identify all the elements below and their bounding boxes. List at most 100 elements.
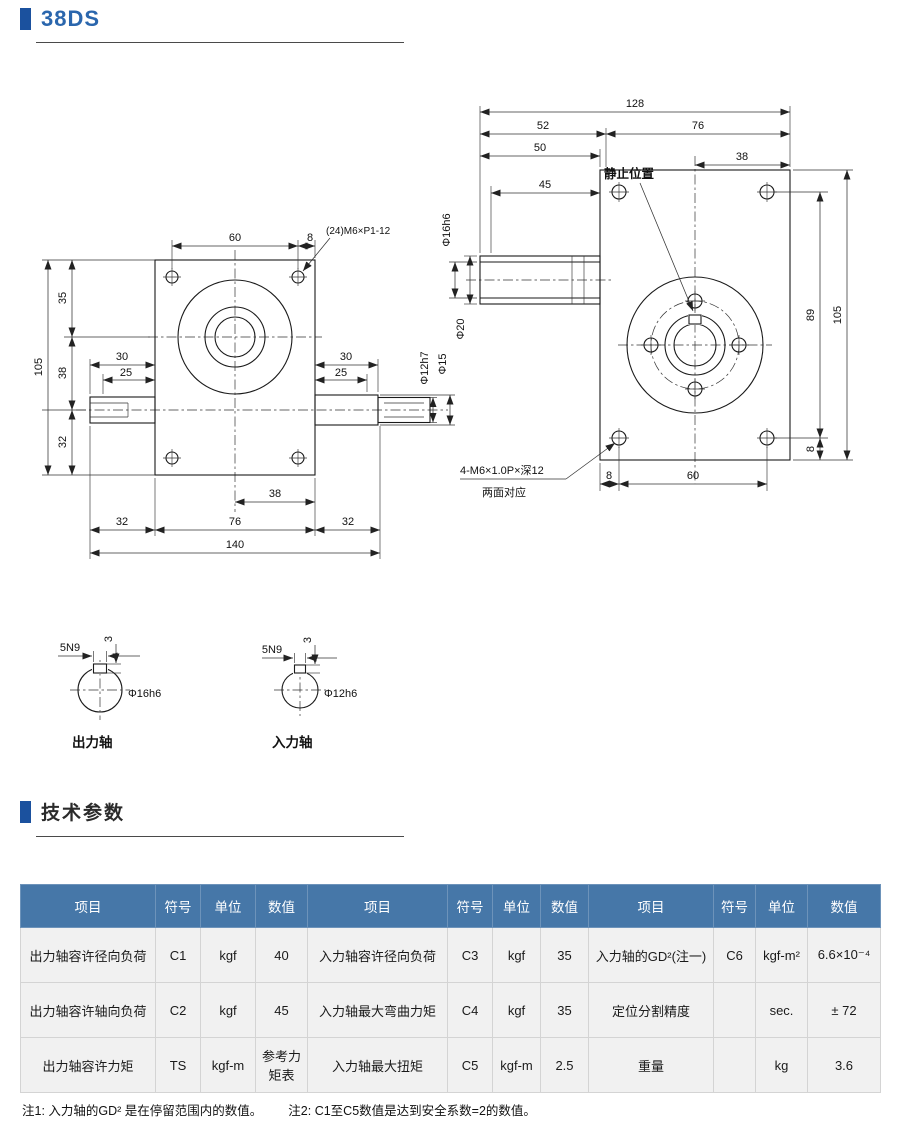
table-cell: sec. (755, 982, 808, 1038)
dim-top-52: 52 (537, 120, 549, 132)
column-header: 数值 (540, 884, 589, 928)
column-header: 项目 (20, 884, 156, 928)
footnote-2: 注2: C1至C5数值是达到安全系数=2的数值。 (288, 1104, 536, 1118)
dim-left-105: 105 (33, 358, 45, 376)
table-cell: 入力轴最大扭矩 (307, 1037, 448, 1093)
dim-rshaft-25: 25 (335, 367, 347, 379)
column-header: 符号 (447, 884, 493, 928)
page-header: 38DS (20, 6, 100, 32)
table-cell: 出力轴容许力矩 (20, 1037, 156, 1093)
input-shaft-label: 入力轴 (272, 734, 313, 750)
table-cell: 2.5 (540, 1037, 589, 1093)
table-cell: kgf (492, 982, 541, 1038)
column-header: 项目 (588, 884, 714, 928)
dim-top-38: 38 (736, 151, 748, 163)
output-keyway-label: 5N9 (60, 642, 80, 654)
input-keyway-label: 5N9 (262, 644, 282, 656)
table-cell: kgf-m (492, 1037, 541, 1093)
table-cell (713, 1037, 756, 1093)
table-cell: TS (155, 1037, 201, 1093)
column-header: 符号 (155, 884, 201, 928)
dim-bottom-32-right: 32 (342, 516, 354, 528)
table-cell: 35 (540, 982, 589, 1038)
column-header: 单位 (492, 884, 541, 928)
dim-left-32: 32 (57, 436, 69, 448)
bolt-note-line1: 4-M6×1.0P×深12 (460, 464, 544, 477)
column-header: 数值 (255, 884, 308, 928)
column-header: 符号 (713, 884, 756, 928)
output-shaft-detail: 5N9 3 Φ16h6 出力轴 (58, 636, 161, 750)
dim-right-105: 105 (832, 306, 844, 324)
table-cell: kgf (492, 927, 541, 983)
dim-phi16h6: Φ16h6 (441, 213, 453, 246)
footnotes: 注1: 入力轴的GD² 是在停留范围内的数值。注2: C1至C5数值是达到安全系… (22, 1100, 562, 1119)
dim-right-89: 89 (805, 309, 817, 321)
dim-top-60: 60 (229, 232, 241, 244)
table-cell: 40 (255, 927, 308, 983)
title-rule (36, 836, 404, 837)
table-cell: C1 (155, 927, 201, 983)
params-section-header: 技术参数 (20, 798, 125, 825)
dim-top-76: 76 (692, 120, 704, 132)
table-cell: 入力轴最大弯曲力矩 (307, 982, 448, 1038)
input-shaft-diameter: Φ12h6 (324, 688, 357, 700)
dim-top-50: 50 (534, 142, 546, 154)
column-header: 单位 (200, 884, 256, 928)
table-cell: 6.6×10⁻⁴ (807, 927, 881, 983)
table-cell: kgf (200, 982, 256, 1038)
table-row: 出力轴容许径向负荷 C1 kgf 40 入力轴容许径向负荷 C3 kgf 35 … (20, 927, 881, 983)
dim-rshaft-30: 30 (340, 351, 352, 363)
table-cell: ± 72 (807, 982, 881, 1038)
output-shaft-diameter: Φ16h6 (128, 688, 161, 700)
table-cell: 参考力矩表 (255, 1037, 308, 1093)
params-section-title: 技术参数 (41, 803, 126, 824)
dim-bottom-76: 76 (229, 516, 241, 528)
dim-top-45: 45 (539, 179, 551, 191)
rest-position-label: 静止位置 (604, 166, 655, 181)
side-view-drawing: Φ16h6 Φ20 128 52 76 50 45 38 静止位置 89 (441, 98, 853, 499)
table-cell: 35 (540, 927, 589, 983)
table-cell (713, 982, 756, 1038)
table-cell: C5 (447, 1037, 493, 1093)
table-cell: 3.6 (807, 1037, 881, 1093)
spec-table: 项目 符号 单位 数值 项目 符号 单位 数值 项目 符号 单位 数值 出力轴容… (20, 884, 881, 1093)
output-keyway-depth: 3 (103, 636, 115, 642)
technical-drawings: 60 8 (24)M6×P1-12 35 38 32 105 30 25 30 … (33, 98, 853, 750)
section-marker (20, 8, 31, 30)
section-marker (20, 800, 31, 823)
dim-phi20: Φ20 (455, 318, 467, 339)
dim-lshaft-30: 30 (116, 351, 128, 363)
dim-phi12h7: Φ12h7 (419, 351, 431, 384)
column-header: 项目 (307, 884, 448, 928)
table-cell: 定位分割精度 (588, 982, 714, 1038)
dim-top-8: 8 (307, 232, 313, 244)
dim-bottom-8: 8 (606, 470, 612, 482)
input-shaft-detail: 5N9 3 Φ12h6 入力轴 (262, 637, 357, 750)
header-row: 项目 符号 单位 数值 项目 符号 单位 数值 项目 符号 单位 数值 (20, 884, 881, 928)
table-cell: 入力轴的GD²(注一) (588, 927, 714, 983)
column-header: 单位 (755, 884, 808, 928)
output-shaft-label: 出力轴 (72, 734, 113, 750)
dim-bottom-38: 38 (269, 488, 281, 500)
input-keyway-depth: 3 (302, 637, 314, 643)
dim-bottom-140: 140 (226, 539, 244, 551)
table-cell: kg (755, 1037, 808, 1093)
bolt-note-line2: 两面对应 (482, 485, 526, 499)
table-cell: C4 (447, 982, 493, 1038)
dim-right-8: 8 (805, 446, 817, 452)
dim-bottom-60: 60 (687, 470, 699, 482)
column-header: 数值 (807, 884, 881, 928)
page-title: 38DS (41, 6, 101, 31)
table-cell: C2 (155, 982, 201, 1038)
table-row: 出力轴容许力矩 TS kgf-m 参考力矩表 入力轴最大扭矩 C5 kgf-m … (20, 1037, 881, 1093)
table-row: 出力轴容许轴向负荷 C2 kgf 45 入力轴最大弯曲力矩 C4 kgf 35 … (20, 982, 881, 1038)
dim-bottom-32-left: 32 (116, 516, 128, 528)
table-cell: 出力轴容许轴向负荷 (20, 982, 156, 1038)
dim-phi15: Φ15 (437, 353, 449, 374)
table-cell: kgf-m² (755, 927, 808, 983)
dim-top-128: 128 (626, 98, 644, 110)
front-view-drawing: 60 8 (24)M6×P1-12 35 38 32 105 30 25 30 … (33, 226, 455, 559)
dim-left-38: 38 (57, 367, 69, 379)
table-cell: 入力轴容许径向负荷 (307, 927, 448, 983)
thread-note: (24)M6×P1-12 (326, 226, 391, 237)
